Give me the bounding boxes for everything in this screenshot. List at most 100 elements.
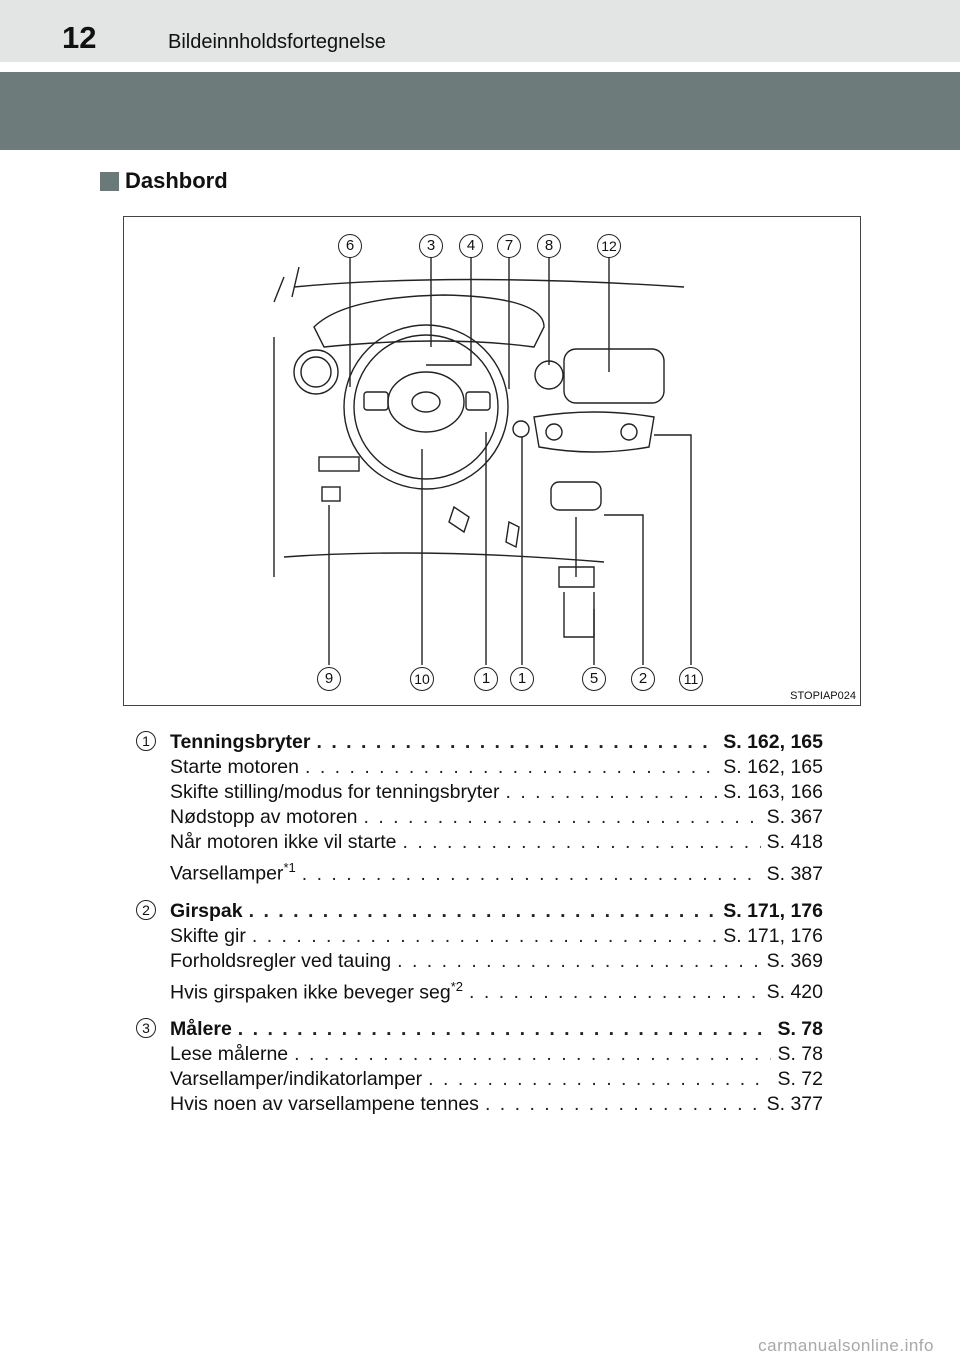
climate-panel xyxy=(533,411,655,453)
entry-number-badge: 1 xyxy=(136,731,156,751)
page-reference: S. 367 xyxy=(766,806,823,828)
leader-dots xyxy=(238,1017,772,1042)
brake-pedal xyxy=(448,505,470,534)
page-reference: S. 171, 176 xyxy=(723,899,823,922)
sub-entry-label: Starte motoren xyxy=(170,756,299,778)
sub-entry-label-wrap: Hvis girspaken ikke beveger seg*2 xyxy=(170,974,463,1006)
accelerator-pedal xyxy=(505,520,520,549)
steering-wheel-inner xyxy=(353,334,499,480)
sub-entry[interactable]: Skifte stilling/modus for tenningsbryter… xyxy=(170,780,823,805)
left-air-vent-inner xyxy=(300,356,332,388)
page-number: 12 xyxy=(62,20,97,55)
sub-entry[interactable]: Varsellamper/indikatorlamper S. 72 xyxy=(170,1067,823,1092)
footnote-marker: *2 xyxy=(450,978,464,994)
sub-entry[interactable]: Starte motoren S. 162, 165 xyxy=(170,755,823,780)
leader-dots xyxy=(305,755,717,780)
leader-dots xyxy=(469,980,761,1005)
climate-knob-right xyxy=(620,423,638,441)
section-marker-icon xyxy=(100,171,119,191)
page-reference: S. 163, 166 xyxy=(723,781,823,803)
leader-2 xyxy=(604,514,644,665)
left-switch-panel xyxy=(318,456,360,472)
leader-dots xyxy=(317,730,718,755)
leader-dots xyxy=(252,924,717,949)
page-header: 12 Bildeinnholdsfortegnelse xyxy=(0,0,960,62)
center-display xyxy=(563,348,665,404)
sub-entry[interactable]: Hvis noen av varsellampene tennes S. 377 xyxy=(170,1092,823,1117)
sub-entry[interactable]: Nødstopp av motoren S. 367 xyxy=(170,805,823,830)
entry-title-line[interactable]: Tenningsbryter S. 162, 165 xyxy=(170,730,823,755)
steering-wheel-hub xyxy=(387,371,465,433)
left-air-vent xyxy=(293,349,339,395)
entry-title: Målere xyxy=(170,1018,232,1040)
page-reference: S. 78 xyxy=(777,1018,823,1040)
callout-3: 3 xyxy=(419,234,443,258)
sub-entry[interactable]: Hvis girspaken ikke beveger seg*2 S. 420 xyxy=(170,974,823,1006)
page-reference: S. 387 xyxy=(766,862,823,885)
leader-4 xyxy=(426,255,472,366)
hood-release xyxy=(321,486,341,502)
leader-dots xyxy=(294,1042,771,1067)
page-reference: S. 377 xyxy=(766,1093,823,1115)
entry-title-line[interactable]: Målere S. 78 xyxy=(170,1017,823,1042)
section-title: Dashbord xyxy=(125,168,228,193)
left-wheel-switches xyxy=(363,391,389,411)
page-reference: S. 78 xyxy=(777,1043,823,1065)
sub-entry-label: Hvis noen av varsellampene tennes xyxy=(170,1093,479,1115)
callout-5: 5 xyxy=(582,667,606,691)
steering-wheel-rim xyxy=(343,324,509,490)
sub-entry[interactable]: Når motoren ikke vil starte S. 418 xyxy=(170,830,823,855)
steering-logo xyxy=(411,391,441,413)
entry-1: 1 Tenningsbryter S. 162, 165 Starte moto… xyxy=(136,730,836,887)
page-reference: S. 369 xyxy=(766,949,823,972)
leader-dots xyxy=(403,830,761,855)
start-button xyxy=(512,420,530,438)
chapter-title: Bildeinnholdsfortegnelse xyxy=(168,31,386,53)
callout-1a: 1 xyxy=(474,667,498,691)
sub-entry-label: Forholdsregler ved tauing xyxy=(170,949,392,972)
leader-dots xyxy=(505,780,717,805)
entry-list: 1 Tenningsbryter S. 162, 165 Starte moto… xyxy=(136,730,836,1129)
page-reference: S. 162, 165 xyxy=(723,731,823,753)
right-wheel-switches xyxy=(465,391,491,411)
page-reference: S. 420 xyxy=(766,981,823,1003)
callout-2: 2 xyxy=(631,667,655,691)
leader-dots xyxy=(397,949,760,974)
header-band xyxy=(0,72,960,150)
entry-2: 2 Girspak S. 171, 176 Skifte gir S. 171,… xyxy=(136,899,836,1006)
callout-7: 7 xyxy=(497,234,521,258)
entry-3: 3 Målere S. 78 Lese målerne S. 78 Varsel… xyxy=(136,1017,836,1117)
section-heading: Dashbord xyxy=(100,168,228,194)
dash-top-line xyxy=(293,278,685,288)
leader-dots xyxy=(428,1067,771,1092)
callout-8: 8 xyxy=(537,234,561,258)
leader-dots xyxy=(485,1092,761,1117)
callout-1b: 1 xyxy=(510,667,534,691)
callout-4: 4 xyxy=(459,234,483,258)
entry-title: Girspak xyxy=(170,899,243,922)
sub-entry[interactable]: Forholdsregler ved tauing S. 369 xyxy=(170,949,823,974)
footnote-marker: *1 xyxy=(283,860,296,875)
watermark: carmanualsonline.info xyxy=(758,1336,934,1355)
callout-10: 10 xyxy=(410,667,434,691)
climate-knob-left xyxy=(545,423,563,441)
sub-entry-label-wrap: Varsellamper*1 xyxy=(170,855,296,887)
sub-entry-label: Lese målerne xyxy=(170,1043,289,1065)
page-reference: S. 162, 165 xyxy=(723,756,823,778)
console-base xyxy=(563,592,595,638)
entry-title-line[interactable]: Girspak S. 171, 176 xyxy=(170,899,823,924)
sub-entry[interactable]: Skifte gir S. 171, 176 xyxy=(170,924,823,949)
sub-entry-label: Nødstopp av motoren xyxy=(170,806,358,828)
entry-title: Tenningsbryter xyxy=(170,731,311,753)
side-outline xyxy=(273,337,605,577)
sub-entry-label: Hvis girspaken ikke beveger seg xyxy=(170,981,451,1003)
sub-entry[interactable]: Varsellamper*1 S. 387 xyxy=(170,855,823,887)
figure-code: STOPIAP024 xyxy=(790,690,856,702)
a-pillar-lines xyxy=(273,266,300,303)
page-reference: S. 171, 176 xyxy=(723,924,823,947)
entry-number-badge: 3 xyxy=(136,1018,156,1038)
sub-entry[interactable]: Lese målerne S. 78 xyxy=(170,1042,823,1067)
page-reference: S. 418 xyxy=(766,831,823,853)
leader-11 xyxy=(654,434,692,665)
leader-dots xyxy=(249,899,718,924)
